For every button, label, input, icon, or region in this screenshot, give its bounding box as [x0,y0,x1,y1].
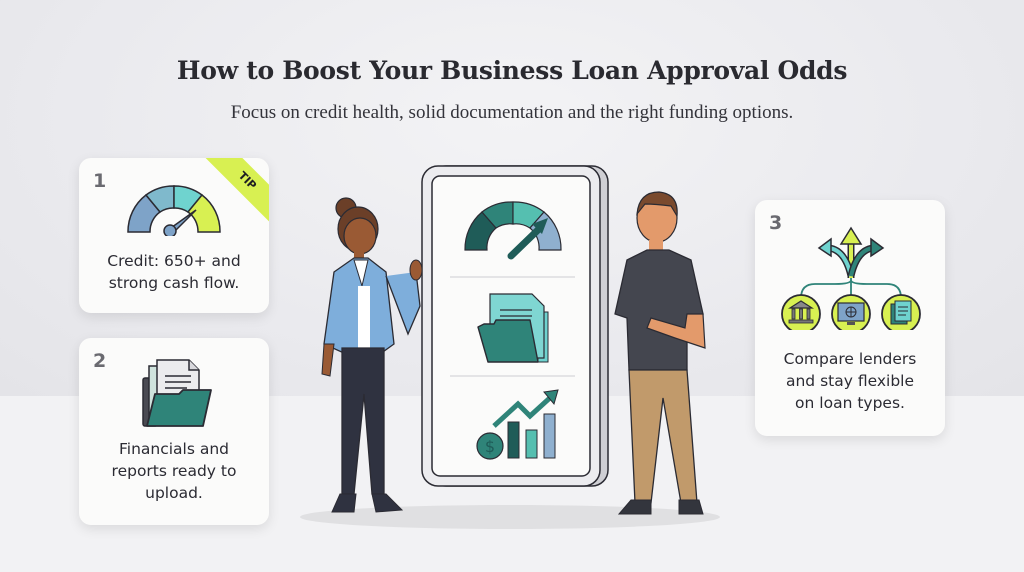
card-text-line: reports ready to [111,462,237,480]
man-illustration [614,191,706,515]
folder-icon [477,293,549,363]
card-text-line: Financials and [118,440,230,458]
phone-illustration: $ [421,165,609,487]
svg-text:$: $ [485,437,495,456]
document-folder-icon [142,359,212,427]
card-number: 3 [769,212,783,234]
card-number: 2 [93,350,107,372]
growth-chart-icon: $ [476,389,559,460]
card-text-line: upload. [145,484,203,502]
bank-icon [781,294,821,330]
tip-card-credit: 1 TIP Credit: 650+ and strong cash flow. [79,158,269,313]
credit-gauge-icon [127,185,221,236]
tip-card-documents: 2 Financials and reports ready to upload… [79,338,269,525]
page-subtitle: Focus on credit health, solid documentat… [230,102,794,123]
documents-icon [881,294,921,330]
card-number: 1 [93,170,107,192]
online-lender-icon [831,294,871,330]
page-title: How to Boost Your Business Loan Approval… [176,56,848,85]
gauge-icon [464,201,562,260]
tip-card-lenders: 3 [755,200,945,436]
branching-options-icon [781,226,921,330]
card-text-line: strong cash flow. [108,274,240,292]
card-text-line: on loan types. [795,394,905,412]
card-text-line: Compare lenders [783,350,917,368]
card-text-line: Credit: 650+ and [107,252,241,270]
woman-illustration [321,197,423,513]
card-text-line: and stay flexible [785,372,915,390]
